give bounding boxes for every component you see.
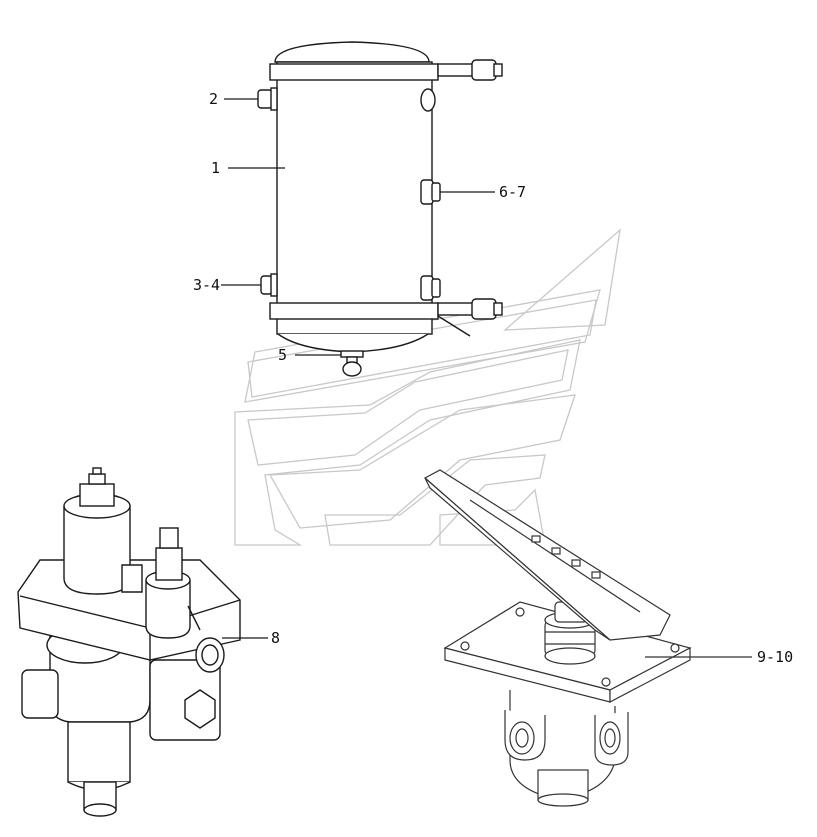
callout-labels: 2 1 3-4 5 6-7 8 9-10: [193, 90, 793, 666]
foot-brake-valve: [423, 469, 692, 807]
callout-2: 2: [209, 90, 218, 108]
callout-1: 1: [211, 159, 220, 177]
air-tank: [257, 41, 503, 377]
callout-5: 5: [278, 346, 287, 364]
valve-assembly: [17, 467, 241, 817]
callout-3-4: 3-4: [193, 276, 220, 294]
watermark-logo: [234, 228, 621, 546]
callout-9-10: 9-10: [757, 648, 793, 666]
leader-lines-tank: [221, 98, 495, 356]
callout-6-7: 6-7: [499, 183, 526, 201]
callout-8: 8: [271, 629, 280, 647]
